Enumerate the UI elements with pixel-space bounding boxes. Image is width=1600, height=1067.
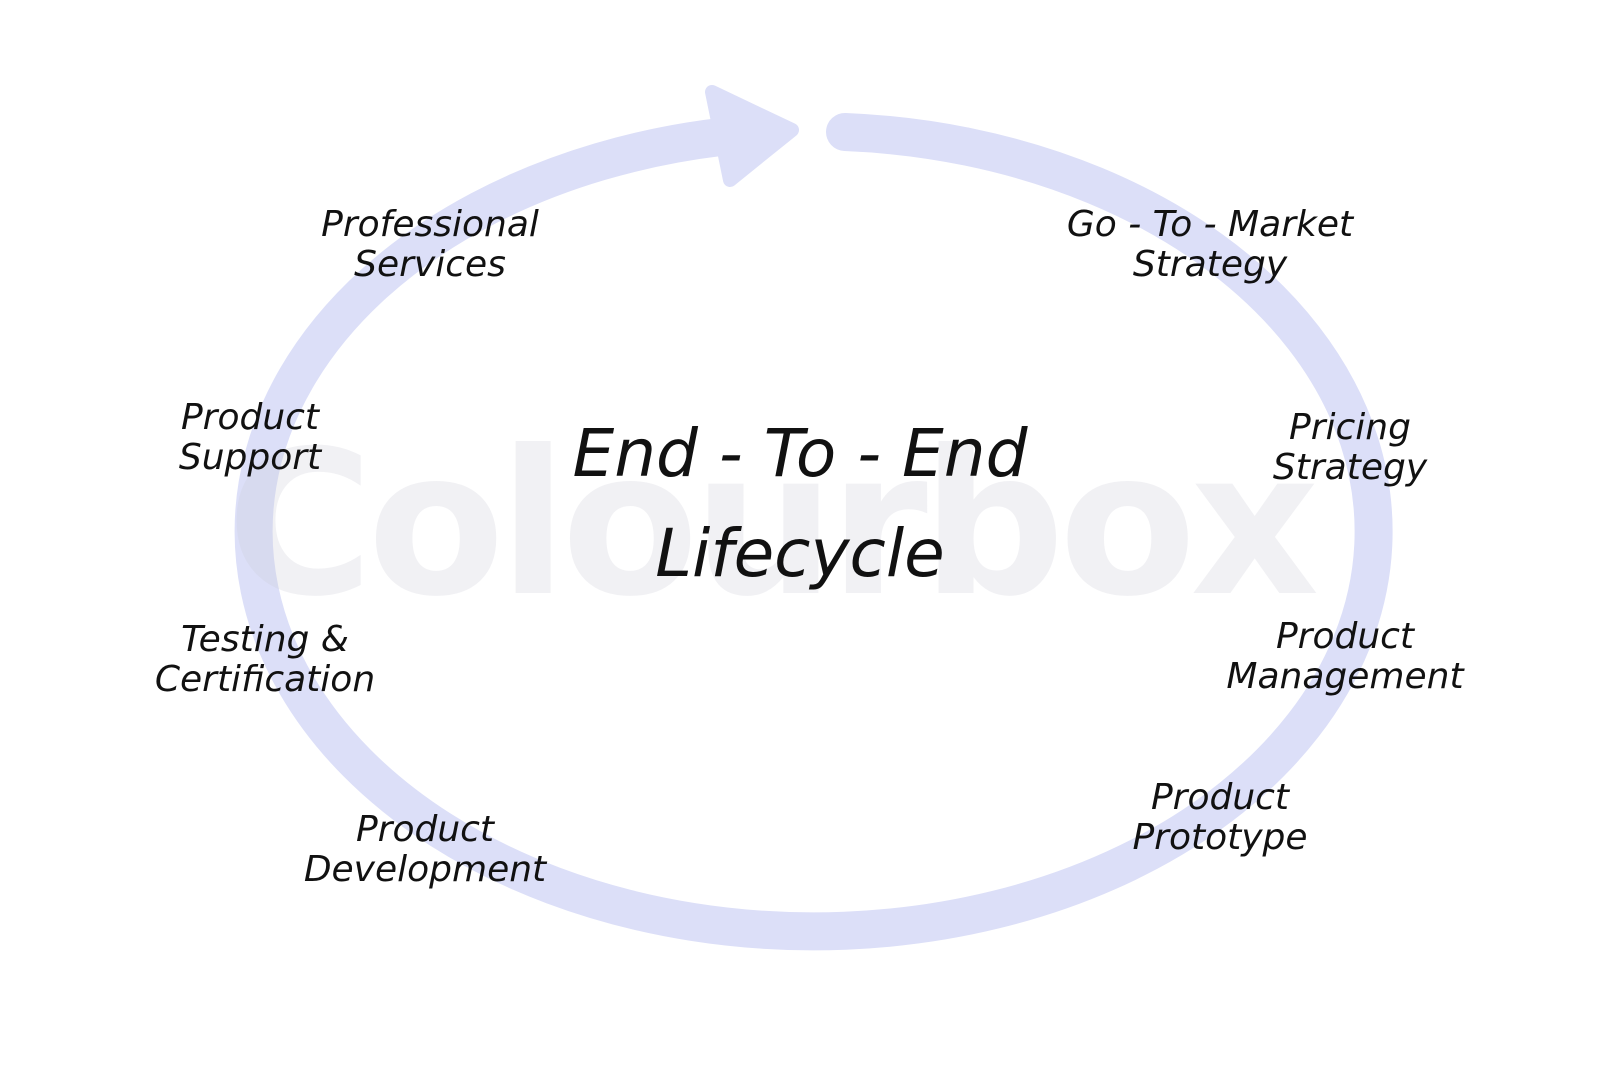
diagram-title-line2: Lifecycle [655,515,945,592]
step-product-prototype: Product Prototype [1060,778,1380,858]
cycle-ring [234,113,1393,951]
step-label-line1: Product [1150,777,1290,818]
step-product-support: Product Support [130,398,370,478]
step-label-line2: Support [178,437,322,478]
diagram-title-line1: End - To - End [572,415,1028,492]
step-label-line2: Management [1226,656,1464,697]
watermark: Colourbox [226,408,1320,641]
step-label-line2: Development [303,849,547,890]
step-label-line2: Services [354,244,506,285]
step-testing-certification: Testing & Certification [95,620,435,700]
step-label-line2: Certification [154,659,376,700]
step-label-line1: Testing & [181,619,349,660]
step-label-line1: Professional [321,204,539,245]
cycle-arrowhead [705,85,799,187]
step-label-line2: Strategy [1272,447,1428,488]
step-pricing-strategy: Pricing Strategy [1220,408,1480,488]
step-label-line2: Strategy [1132,244,1288,285]
step-label-line1: Product [1275,616,1415,657]
step-label-line1: Product [355,809,495,850]
step-label-line1: Go - To - Market [1066,204,1354,245]
step-label-line1: Pricing [1289,407,1411,448]
step-professional-services: Professional Services [250,205,610,285]
step-label-line2: Prototype [1132,817,1308,858]
step-product-management: Product Management [1160,617,1530,697]
step-product-development: Product Development [235,810,615,890]
step-go-to-market-strategy: Go - To - Market Strategy [990,205,1430,285]
step-label-line1: Product [180,397,320,438]
